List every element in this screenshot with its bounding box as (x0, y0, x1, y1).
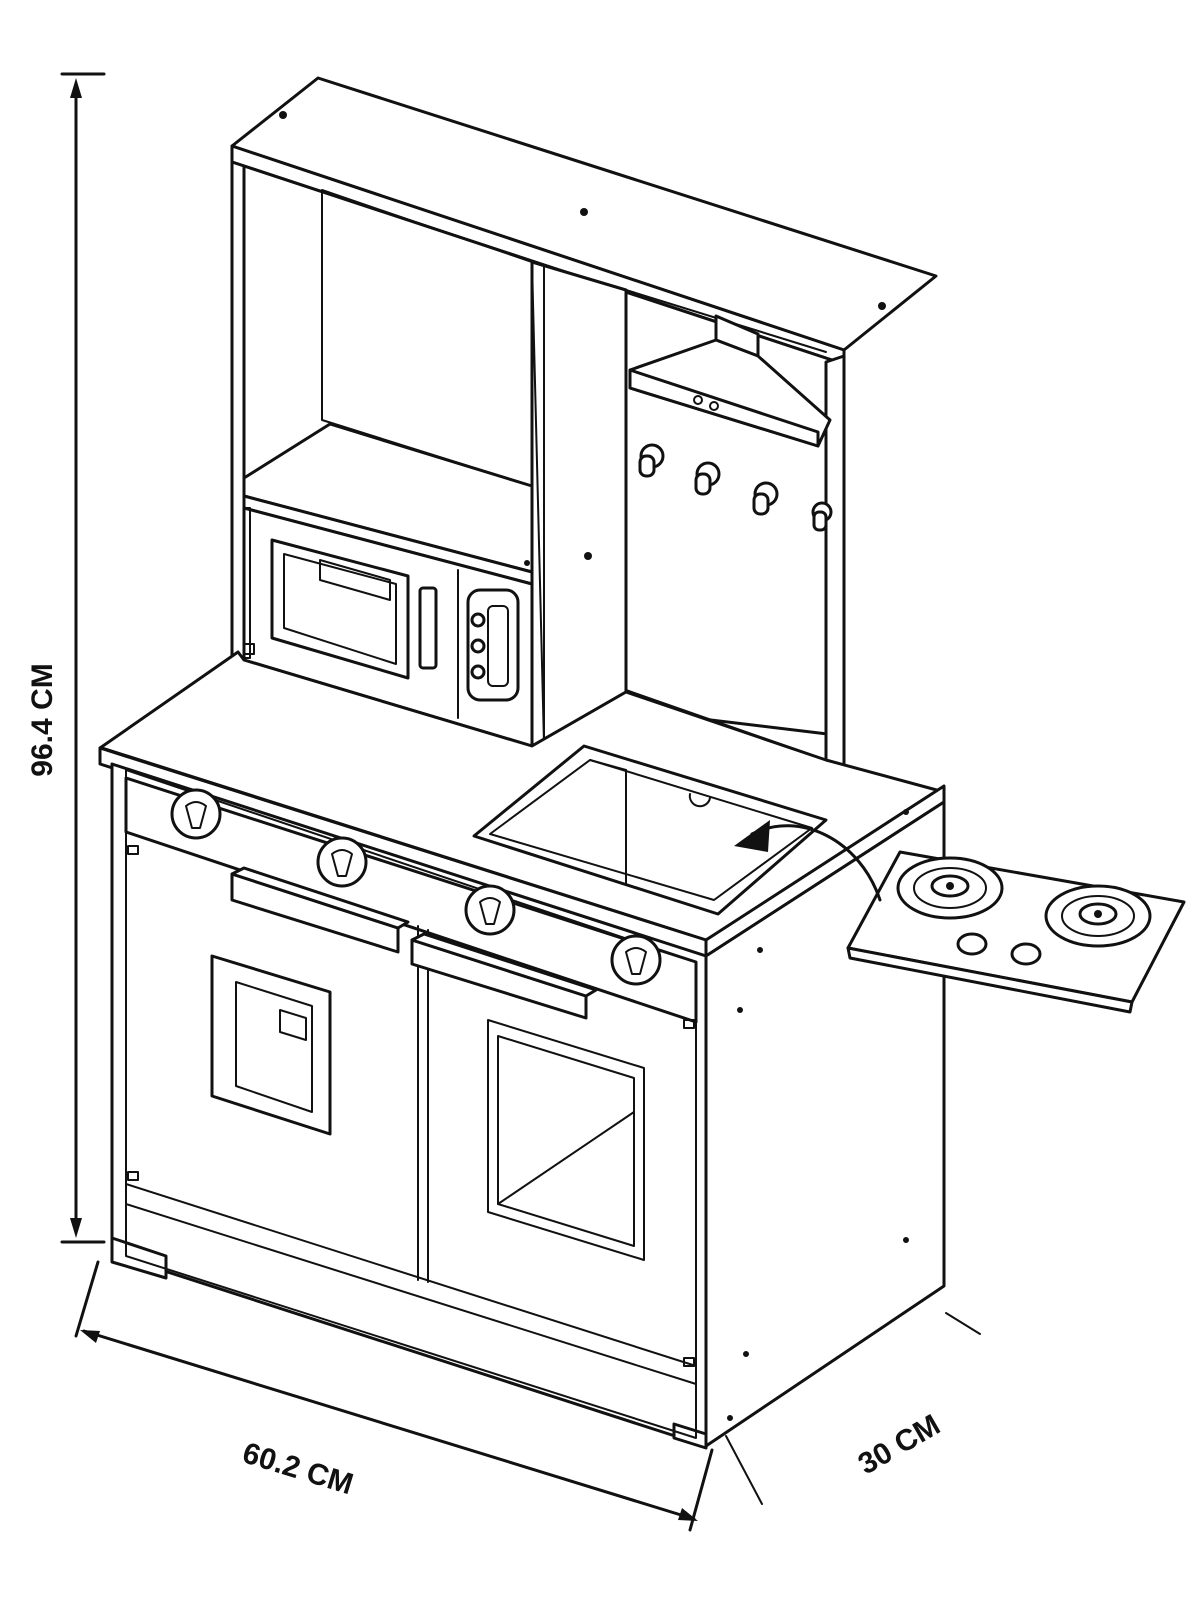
cooktop-panel (846, 850, 1186, 1014)
width-label: 60.2 CM (239, 1437, 357, 1502)
height-dimension: 96.4 CM (26, 72, 106, 1244)
depth-label: 30 CM (853, 1408, 946, 1481)
burner-left (896, 856, 1004, 920)
height-label: 96.4 CM (26, 663, 59, 776)
stove-knobs (170, 788, 662, 986)
range-hood (628, 314, 832, 448)
base-cabinet (110, 762, 946, 1450)
utensil-hooks (638, 443, 833, 532)
curved-arrow-icon (734, 820, 882, 902)
left-door (210, 866, 410, 1136)
burner-right (1044, 884, 1152, 948)
right-door (410, 932, 645, 1261)
microwave (242, 506, 534, 748)
